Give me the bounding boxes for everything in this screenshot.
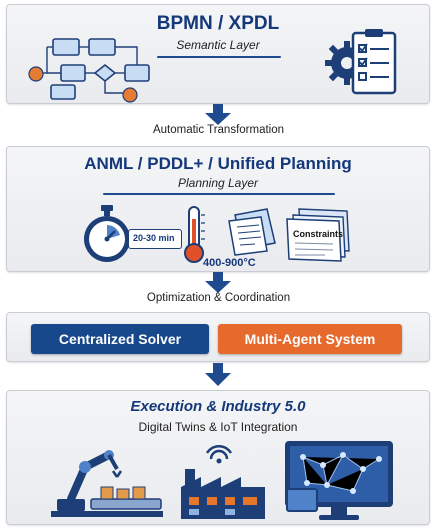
robot-arm-icon	[51, 450, 163, 517]
planning-layer-panel: ANML / PDDL+ / Unified Planning Planning…	[6, 146, 430, 272]
solver-panel: Centralized Solver Multi-Agent System	[6, 312, 430, 362]
process-flow-icon	[28, 38, 150, 103]
smart-factory-icon	[181, 444, 265, 519]
transition-optimization-coordination: Optimization & Coordination	[146, 292, 291, 304]
digital-twin-monitor-icon	[285, 441, 393, 520]
semantic-underline	[157, 56, 281, 58]
checklist-gear-icon	[325, 29, 397, 95]
execution-title: Execution & Industry 5.0	[130, 398, 306, 415]
execution-panel: Execution & Industry 5.0 Digital Twins &…	[6, 390, 430, 525]
multi-agent-system-button[interactable]: Multi-Agent System	[218, 324, 402, 354]
planning-layer-subtitle: Planning Layer	[177, 176, 259, 190]
planning-underline	[103, 193, 335, 195]
semantic-layer-panel: BPMN / XPDL Semantic Layer	[6, 4, 430, 104]
time-label-box: 20-30 min	[128, 229, 182, 249]
centralized-solver-button[interactable]: Centralized Solver	[31, 324, 209, 354]
temperature-label: 400-900°C	[203, 257, 256, 269]
down-arrow-icon	[205, 363, 231, 386]
down-arrow-icon	[205, 272, 231, 293]
constraints-document-icon	[286, 208, 350, 262]
execution-subtitle: Digital Twins & IoT Integration	[138, 420, 298, 434]
semantic-layer-subtitle: Semantic Layer	[176, 38, 260, 52]
thermometer-icon	[184, 206, 205, 263]
time-label: 20-30 min	[133, 233, 175, 243]
planning-layer-title: ANML / PDDL+ / Unified Planning	[84, 154, 352, 173]
stopwatch-icon	[84, 205, 130, 262]
constraints-label: Constraints	[293, 229, 344, 239]
down-arrow-icon	[205, 104, 231, 125]
documents-icon	[228, 208, 276, 256]
transition-automatic-transformation: Automatic Transformation	[152, 124, 285, 136]
semantic-layer-title: BPMN / XPDL	[156, 13, 280, 34]
